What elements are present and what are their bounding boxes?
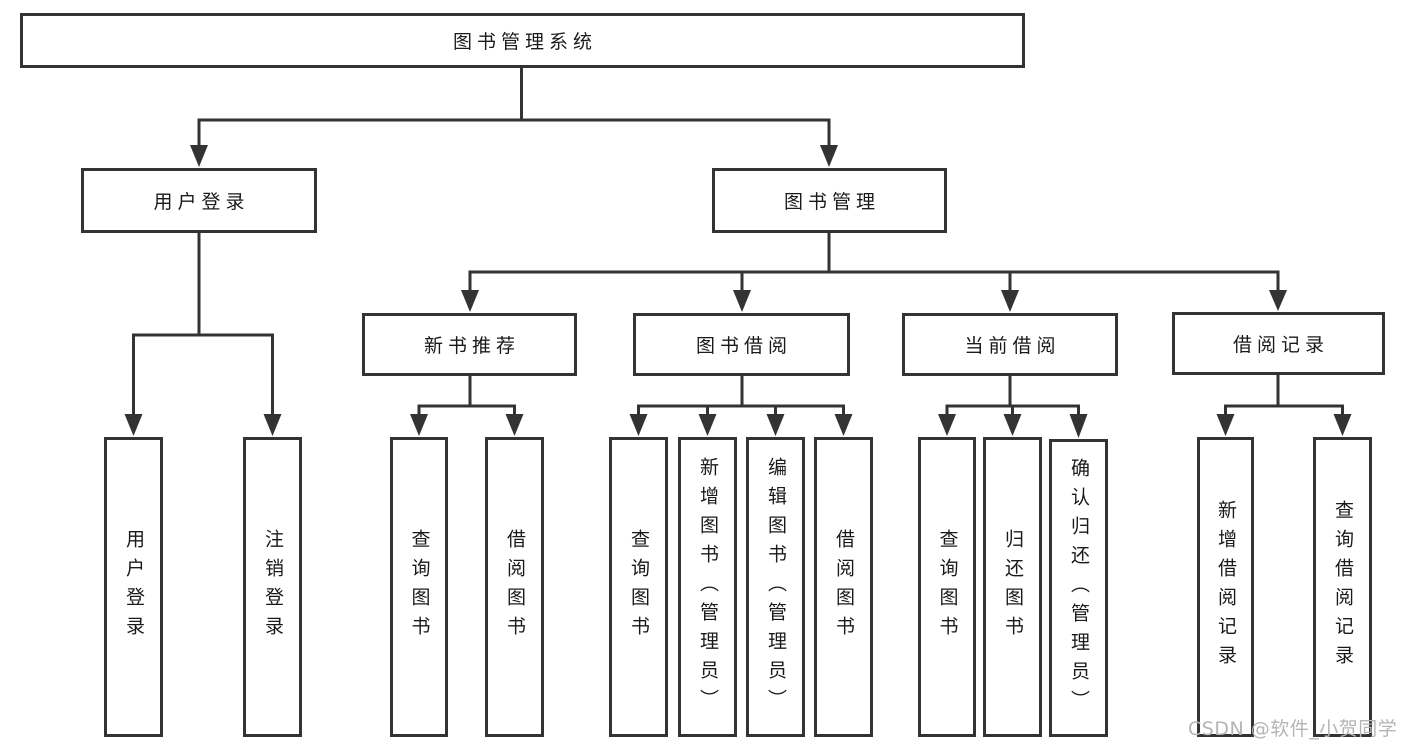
leaf-return-book: 归还图书 — [983, 437, 1042, 737]
leaf-user-login: 用户登录 — [104, 437, 163, 737]
node-borrow-record: 借阅记录 — [1172, 312, 1385, 375]
leaf-add-book-admin: 新增图书（管理员） — [678, 437, 737, 737]
leaf-query-books-borrow: 查询图书 — [609, 437, 668, 737]
leaf-edit-book-admin: 编辑图书（管理员） — [746, 437, 805, 737]
leaf-borrow-books-recommend: 借阅图书 — [485, 437, 544, 737]
node-user-login: 用户登录 — [81, 168, 317, 233]
leaf-query-books-recommend: 查询图书 — [390, 437, 448, 737]
leaf-add-borrow-record: 新增借阅记录 — [1197, 437, 1254, 737]
node-new-book-recommend: 新书推荐 — [362, 313, 577, 376]
leaf-logout: 注销登录 — [243, 437, 302, 737]
node-library-management-system: 图书管理系统 — [20, 13, 1025, 68]
csdn-watermark: CSDN @软件_小贺同学 — [1188, 718, 1398, 740]
leaf-borrow-books: 借阅图书 — [814, 437, 873, 737]
leaf-query-books-current: 查询图书 — [918, 437, 976, 737]
node-book-borrow: 图书借阅 — [633, 313, 850, 376]
node-current-borrow: 当前借阅 — [902, 313, 1118, 376]
node-book-management: 图书管理 — [712, 168, 947, 233]
leaf-query-borrow-record: 查询借阅记录 — [1313, 437, 1372, 737]
leaf-confirm-return-admin: 确认归还（管理员） — [1049, 439, 1108, 737]
